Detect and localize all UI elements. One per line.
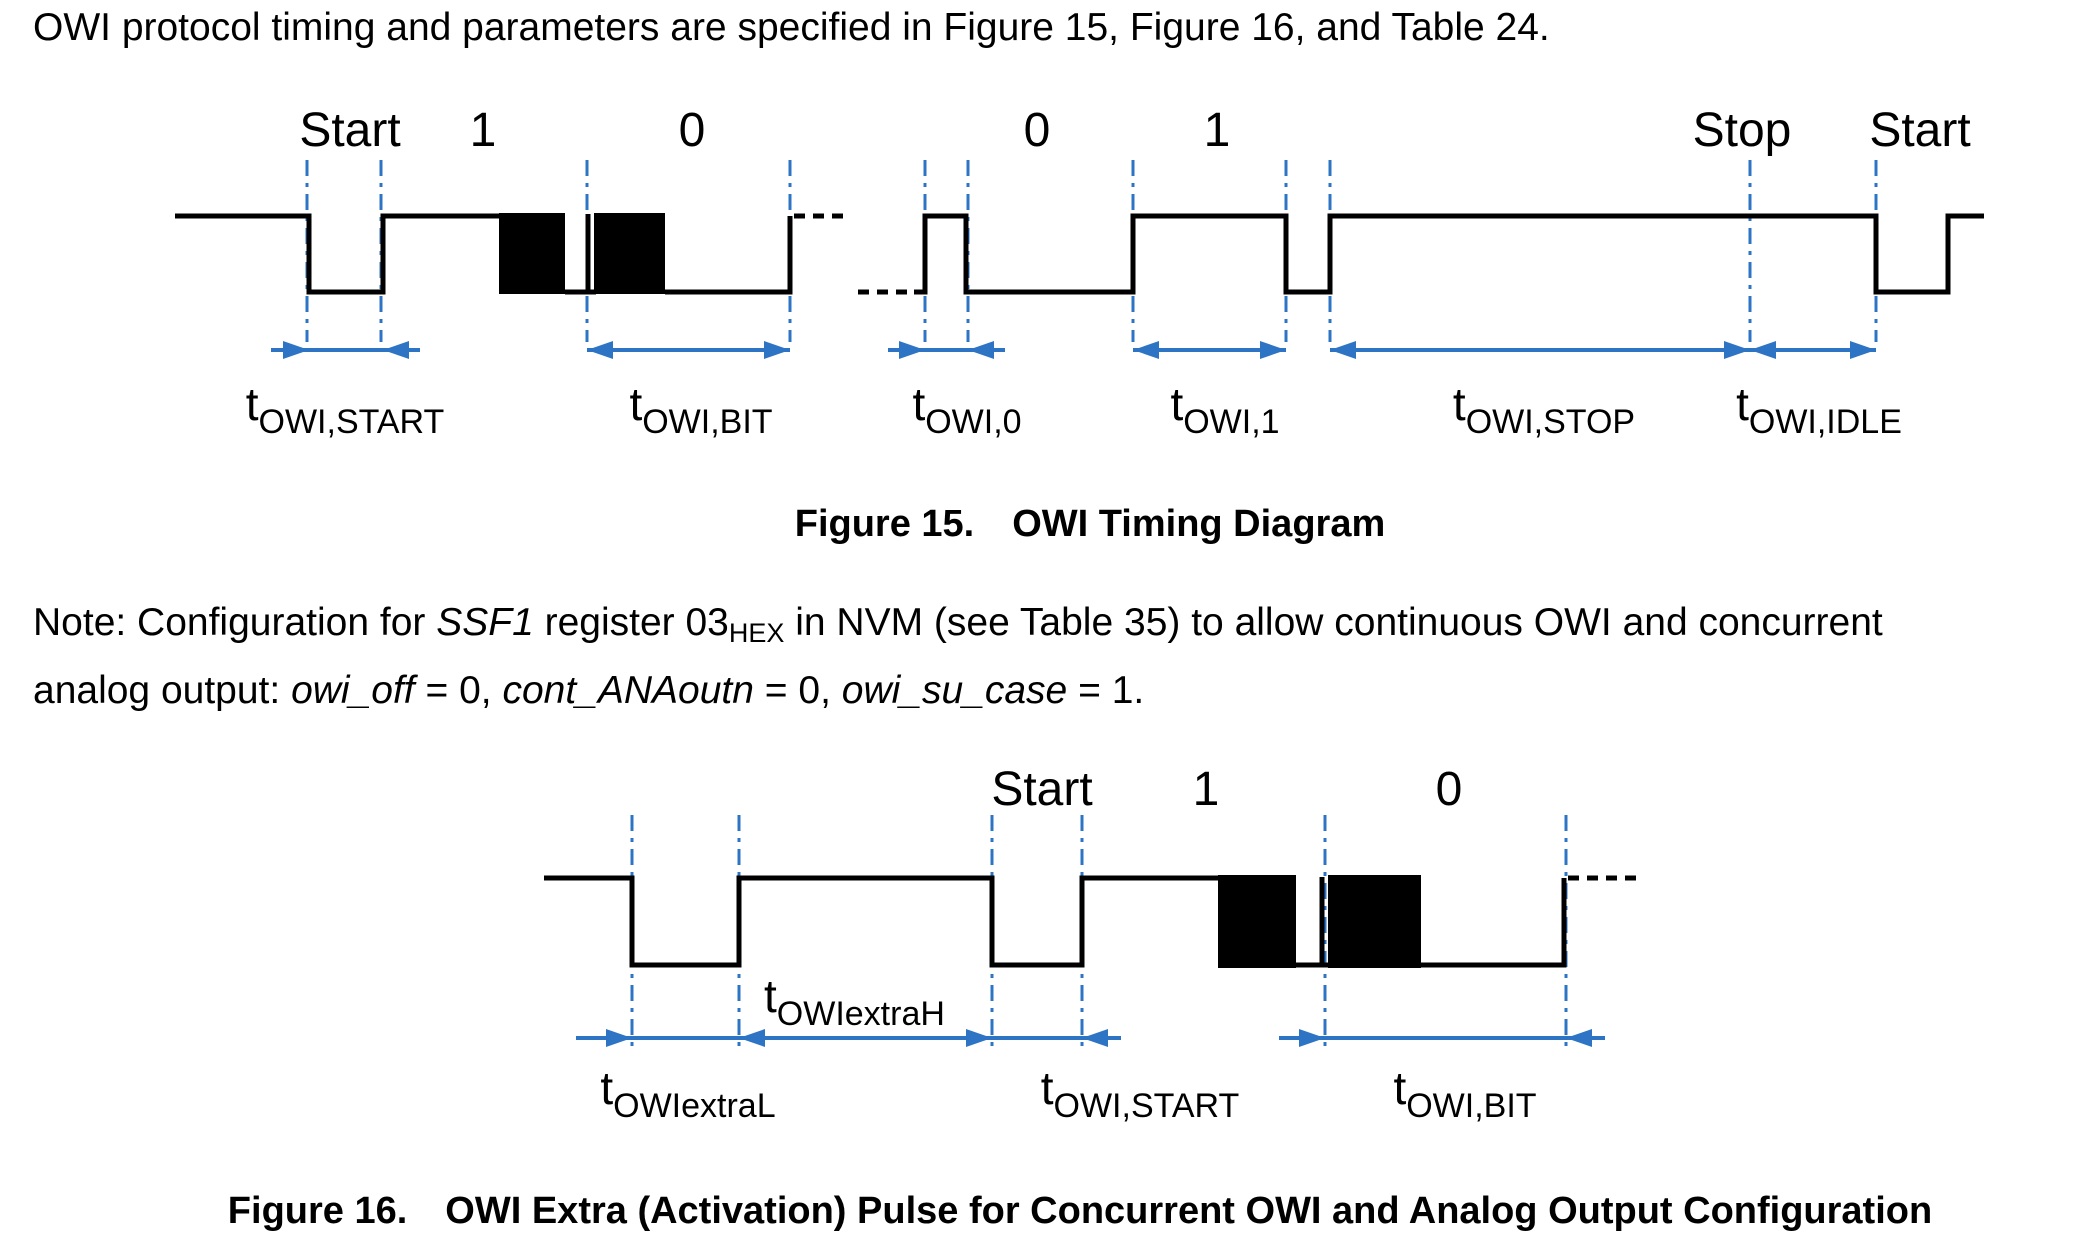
timing-parameter-label: tOWI,1 (1170, 378, 1279, 441)
figure-16-caption-title: OWI Extra (Activation) Pulse for Concurr… (445, 1190, 1933, 1232)
figure-15-caption-label: Figure 15. (794, 503, 975, 545)
arrowhead-left (587, 341, 613, 359)
timing-parameter-label: tOWIextraH (764, 970, 945, 1033)
note-run: analog output: (33, 669, 292, 712)
timing-parameter-label: tOWIextraL (600, 1062, 775, 1125)
transition-block (1328, 875, 1421, 968)
arrowhead-right (1724, 341, 1750, 359)
arrowhead-right (606, 1029, 632, 1047)
transition-block (1218, 875, 1296, 968)
note-run: HEX (728, 618, 785, 648)
note-run: owi_off (291, 669, 415, 712)
arrowhead-right (966, 1029, 992, 1047)
arrowhead-right (283, 341, 309, 359)
figure-16-caption-label: Figure 16. (227, 1190, 408, 1232)
note-run: = 0, (414, 669, 503, 712)
waveform (665, 216, 793, 295)
note-run: = 1. (1067, 669, 1145, 712)
note-run: Note: Configuration for (33, 601, 437, 644)
timing-parameter-label: tOWI,START (246, 378, 445, 441)
note-text: Note: Configuration for SSF1 register 03… (33, 594, 2078, 719)
note-run: cont_ANAoutn (502, 669, 754, 712)
timing-parameter-label: tOWI,BIT (1393, 1062, 1536, 1125)
waveform (175, 213, 499, 295)
note-run: owi_su_case (841, 669, 1068, 712)
bit-label: 0 (1436, 763, 1463, 816)
bit-label: Stop (1693, 104, 1792, 157)
waveform (544, 875, 1218, 968)
arrowhead-right (1850, 341, 1876, 359)
arrowhead-right (764, 341, 790, 359)
figure-15-owi-timing-diagram: Start 1 0 0 1 Stop Start tOWI,START tOWI,BIT tOWI… (175, 104, 1984, 441)
arrowhead-left (383, 341, 409, 359)
note-run: register 03 (533, 601, 729, 644)
bit-label: 0 (1024, 104, 1051, 157)
bit-label: 0 (679, 104, 706, 157)
arrowhead-right (899, 341, 925, 359)
arrowhead-right (1260, 341, 1286, 359)
transition-block (499, 213, 565, 294)
figure-15-caption-title: OWI Timing Diagram (1012, 503, 1386, 545)
intro-text: OWI protocol timing and parameters are s… (33, 6, 1550, 49)
arrowhead-left (1750, 341, 1776, 359)
arrowhead-left (968, 341, 994, 359)
waveform (914, 213, 1984, 295)
arrowhead-left (1566, 1029, 1592, 1047)
timing-parameter-label: tOWI,STOP (1453, 378, 1635, 441)
bit-label: 1 (470, 104, 497, 157)
figure-16-caption: Figure 16. OWI Extra (Activation) Pulse f… (60, 1190, 2100, 1233)
figure-16-owi-extra-pulse-diagram: Start 1 0 tOWIextraH tOWIextraL tOWI,START tOW… (544, 763, 1640, 1125)
arrowhead-left (1082, 1029, 1108, 1047)
arrowhead-left (1330, 341, 1356, 359)
arrowhead-left (1133, 341, 1159, 359)
waveform (1421, 878, 1567, 968)
bit-label: Start (991, 763, 1092, 816)
bit-label: Start (299, 104, 400, 157)
note-run: SSF1 (436, 601, 534, 644)
bit-label: Start (1869, 104, 1970, 157)
note-run: = 0, (753, 669, 842, 712)
bit-label: 1 (1204, 104, 1231, 157)
note-run: in NVM (see Table 35) to allow continuou… (784, 601, 1883, 644)
figure-15-caption: Figure 15. OWI Timing Diagram (80, 503, 2100, 546)
arrowhead-right (1299, 1029, 1325, 1047)
timing-parameter-label: tOWI,START (1041, 1062, 1240, 1125)
timing-parameter-label: tOWI,IDLE (1736, 378, 1902, 441)
timing-parameter-label: tOWI,BIT (629, 378, 772, 441)
timing-parameter-label: tOWI,0 (912, 378, 1021, 441)
bit-label: 1 (1193, 763, 1220, 816)
transition-block (594, 213, 665, 294)
arrowhead-left (739, 1029, 765, 1047)
